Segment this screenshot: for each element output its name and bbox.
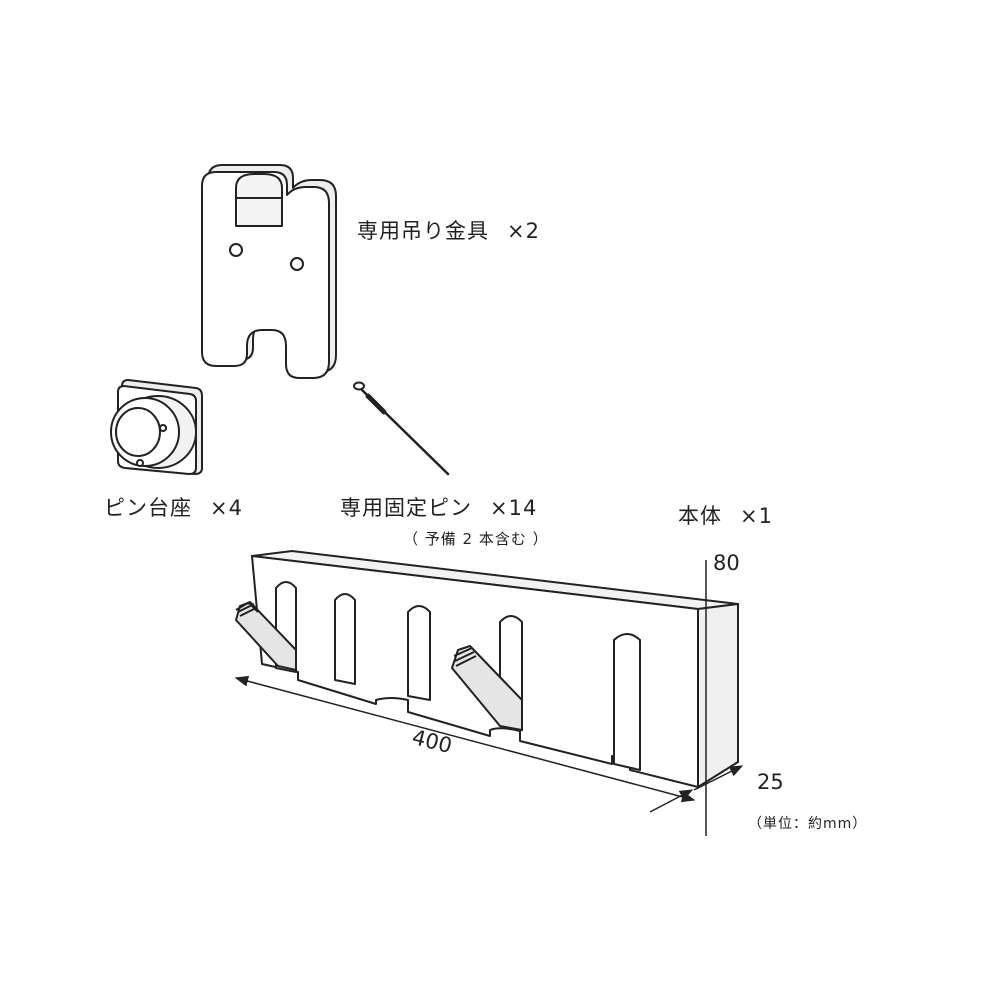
dimension-lines bbox=[234, 560, 744, 836]
bracket-qty: ×2 bbox=[507, 219, 540, 243]
fixing-pin-drawing bbox=[353, 381, 450, 476]
pin-label: 専用固定ピン ×14 bbox=[340, 498, 537, 519]
pin-name: 専用固定ピン bbox=[340, 496, 472, 520]
main-body-drawing bbox=[235, 550, 739, 788]
body-label: 本体 ×1 bbox=[678, 506, 773, 527]
hanging-bracket-drawing bbox=[201, 164, 337, 379]
pin-qty: ×14 bbox=[490, 496, 538, 520]
body-qty: ×1 bbox=[740, 504, 773, 528]
pin-base-qty: ×4 bbox=[210, 496, 243, 520]
bracket-label: 専用吊り金具 ×2 bbox=[357, 221, 540, 242]
bracket-name: 専用吊り金具 bbox=[357, 219, 489, 243]
height-dimension: 80 bbox=[713, 551, 740, 575]
body-name: 本体 bbox=[678, 504, 722, 528]
pin-spare-note: （ 予備 2 本含む ） bbox=[403, 530, 549, 548]
pin-base-label: ピン台座 ×4 bbox=[104, 498, 243, 519]
pin-base-name: ピン台座 bbox=[104, 496, 192, 520]
depth-dimension: 25 bbox=[757, 770, 784, 794]
pin-base-drawing bbox=[110, 379, 203, 475]
unit-note: （単位：約mm） bbox=[748, 816, 868, 832]
